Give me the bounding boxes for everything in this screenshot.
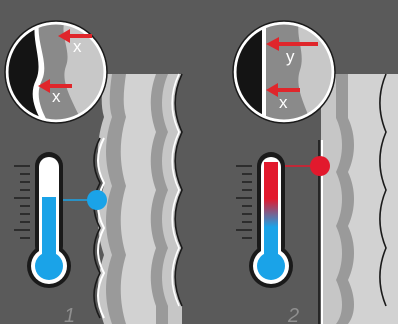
temperature-marker (310, 156, 330, 176)
magnifier-1 (4, 20, 108, 124)
sample-wavy (93, 73, 183, 324)
arrow-label: y (286, 47, 295, 66)
temperature-marker (87, 190, 107, 210)
arrow-1b: x (38, 79, 72, 106)
thermometer-icon (236, 152, 293, 288)
panel-1: x x (4, 20, 183, 324)
panel-number: 1 (64, 305, 75, 324)
arrow-label: x (279, 93, 288, 112)
arrow-2a: y (266, 37, 318, 66)
thermometer-icon (14, 152, 71, 288)
thermometer-scale (14, 165, 30, 239)
arrow-1a: x (58, 29, 92, 56)
arrow-label: x (52, 87, 61, 106)
arrow-2b: x (266, 83, 300, 112)
arrow-label: x (73, 37, 82, 56)
sample-straight (318, 73, 398, 324)
thermometer-scale (236, 165, 252, 239)
panel-number: 2 (287, 305, 299, 324)
